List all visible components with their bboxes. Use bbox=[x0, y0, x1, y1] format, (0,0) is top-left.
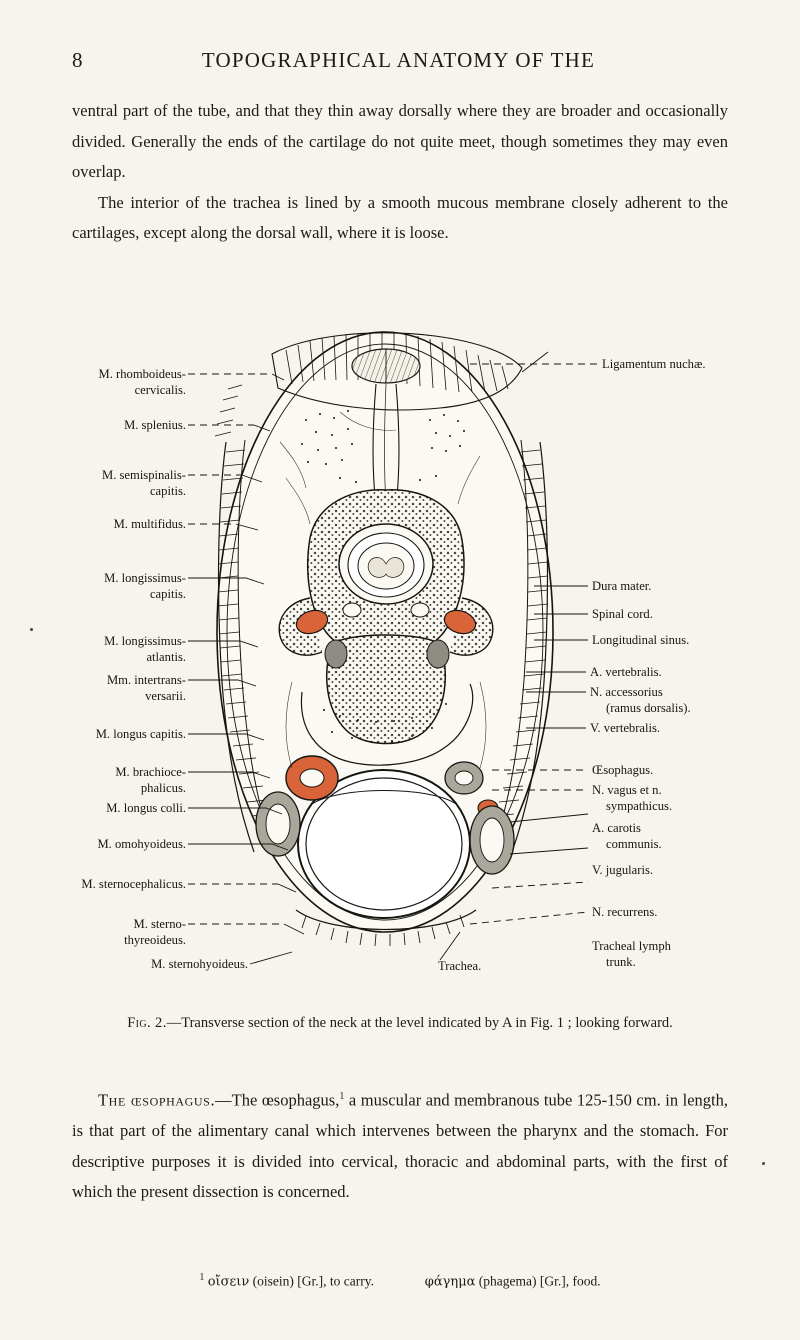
svg-text:trunk.: trunk. bbox=[606, 955, 636, 969]
svg-text:M. sternocephalicus.: M. sternocephalicus. bbox=[81, 877, 186, 891]
svg-text:M. rhomboideus-: M. rhomboideus- bbox=[99, 367, 186, 381]
svg-text:Tracheal lymph: Tracheal lymph bbox=[592, 939, 672, 953]
svg-text:V. vertebralis.: V. vertebralis. bbox=[590, 721, 660, 735]
svg-text:M. brachioce-: M. brachioce- bbox=[115, 765, 186, 779]
svg-text:M. semispinalis-: M. semispinalis- bbox=[102, 468, 186, 482]
carotid-jugular-bundle bbox=[444, 761, 515, 875]
svg-text:M. longus colli.: M. longus colli. bbox=[106, 801, 186, 815]
oesophagus-text-part1: —The œsophagus, bbox=[215, 1090, 340, 1110]
svg-text:M. splenius.: M. splenius. bbox=[124, 418, 186, 432]
figure-caption-prefix: Fig. 2. bbox=[127, 1015, 167, 1031]
paragraph-1: ventral part of the tube, and that they … bbox=[72, 101, 728, 181]
svg-text:sympathicus.: sympathicus. bbox=[606, 799, 672, 813]
paragraph-2: The interior of the trachea is lined by … bbox=[72, 192, 728, 243]
svg-text:cervicalis.: cervicalis. bbox=[135, 383, 186, 397]
footnote-translit-1: (oisein) [Gr.], to carry. bbox=[252, 1273, 374, 1289]
footnote-reference: 1 bbox=[339, 1091, 345, 1102]
right-label-group: Ligamentum nuchæ. Dura mater. Spinal cor… bbox=[590, 357, 706, 969]
longus-colli-muscle bbox=[300, 683, 474, 766]
svg-text:A. vertebralis.: A. vertebralis. bbox=[590, 665, 662, 679]
svg-text:M. longissimus-: M. longissimus- bbox=[104, 571, 186, 585]
semispinalis-region bbox=[301, 410, 465, 483]
oesophagus-heading: The œsophagus. bbox=[98, 1090, 216, 1110]
svg-text:M. sternohyoideus.: M. sternohyoideus. bbox=[151, 957, 248, 971]
svg-text:Spinal cord.: Spinal cord. bbox=[592, 607, 653, 621]
svg-text:N. vagus et n.: N. vagus et n. bbox=[592, 783, 662, 797]
page-number: 8 bbox=[72, 48, 83, 72]
page-header: 8 TOPOGRAPHICAL ANATOMY OF THE bbox=[72, 48, 732, 73]
svg-text:V. jugularis.: V. jugularis. bbox=[592, 863, 653, 877]
right-muscle-column bbox=[488, 439, 549, 853]
running-head-title: TOPOGRAPHICAL ANATOMY OF THE bbox=[201, 48, 596, 72]
footnote-block: 1 οἴσειν (oisein) [Gr.], to carry. φάγημ… bbox=[72, 1268, 728, 1293]
svg-text:M. sterno-: M. sterno- bbox=[134, 917, 186, 931]
muscle-hatch-band bbox=[214, 384, 243, 437]
svg-text:communis.: communis. bbox=[606, 837, 662, 851]
vertebral-vessels bbox=[295, 609, 477, 669]
trachea bbox=[297, 769, 471, 919]
footnote-greek-2: φάγημα bbox=[424, 1274, 476, 1290]
left-label-group: M. rhomboideus- cervicalis. M. splenius.… bbox=[81, 367, 248, 971]
svg-text:N. recurrens.: N. recurrens. bbox=[592, 905, 657, 919]
ventral-strap-muscles bbox=[295, 909, 477, 947]
svg-text:Ligamentum nuchæ.: Ligamentum nuchæ. bbox=[602, 357, 706, 371]
svg-text:A. carotis: A. carotis bbox=[592, 821, 641, 835]
svg-text:Œsophagus.: Œsophagus. bbox=[592, 763, 653, 777]
margin-dot-left bbox=[30, 628, 33, 631]
figure-caption: Fig. 2.—Transverse section of the neck a… bbox=[72, 1012, 728, 1035]
figure-2-illustration: M. rhomboideus- cervicalis. M. splenius.… bbox=[40, 292, 760, 992]
figure-caption-text: —Transverse section of the neck at the l… bbox=[166, 1015, 673, 1031]
svg-text:M. longus capitis.: M. longus capitis. bbox=[96, 727, 186, 741]
trachea-label: Trachea. bbox=[438, 959, 481, 973]
lower-text-block: The œsophagus.—The œsophagus,1 a muscula… bbox=[72, 1082, 728, 1208]
svg-text:Mm. intertrans-: Mm. intertrans- bbox=[107, 673, 186, 687]
body-text-block: ventral part of the tube, and that they … bbox=[72, 96, 728, 249]
svg-text:thyreoideus.: thyreoideus. bbox=[124, 933, 186, 947]
oesophagus-structure bbox=[285, 755, 339, 801]
svg-text:atlantis.: atlantis. bbox=[146, 650, 186, 664]
ligamentum-nuchae bbox=[351, 348, 421, 384]
svg-text:phalicus.: phalicus. bbox=[141, 781, 186, 795]
longitudinal-sinus bbox=[342, 602, 430, 618]
oesophagus-paragraph: The œsophagus.—The œsophagus,1 a muscula… bbox=[72, 1082, 728, 1208]
svg-text:M. multifidus.: M. multifidus. bbox=[114, 517, 186, 531]
margin-dot-right bbox=[762, 1162, 765, 1165]
fascia-detail bbox=[279, 411, 487, 769]
svg-text:M. omohyoideus.: M. omohyoideus. bbox=[97, 837, 186, 851]
svg-text:capitis.: capitis. bbox=[150, 587, 186, 601]
svg-text:M. longissimus-: M. longissimus- bbox=[104, 634, 186, 648]
svg-text:N. accessorius: N. accessorius bbox=[590, 685, 663, 699]
svg-text:versarii.: versarii. bbox=[145, 689, 186, 703]
right-leader-lines bbox=[439, 351, 600, 961]
svg-text:capitis.: capitis. bbox=[150, 484, 186, 498]
footnote-greek-1: οἴσειν bbox=[207, 1274, 250, 1290]
footnote-translit-2: (phagema) [Gr.], food. bbox=[478, 1273, 601, 1289]
left-leader-lines bbox=[188, 373, 305, 965]
oesophagus-text-part2: a muscular and membranous tube 125-150 c… bbox=[72, 1090, 728, 1202]
svg-text:Longitudinal sinus.: Longitudinal sinus. bbox=[592, 633, 689, 647]
footnote-marker: 1 bbox=[199, 1272, 205, 1283]
svg-text:(ramus dorsalis).: (ramus dorsalis). bbox=[606, 701, 691, 715]
svg-text:Dura mater.: Dura mater. bbox=[592, 579, 651, 593]
